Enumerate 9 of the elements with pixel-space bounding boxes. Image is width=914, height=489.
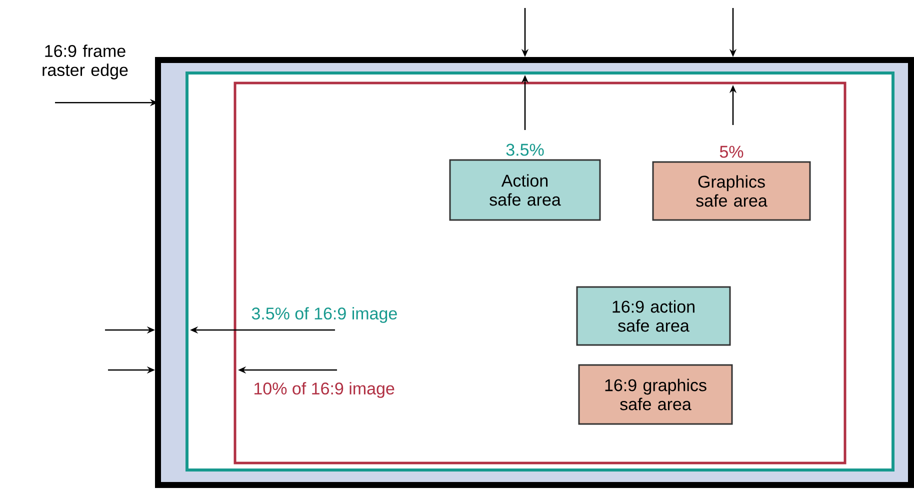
- area-box: 16:9 action safe area: [576, 286, 731, 346]
- dimension-label: 3.5% of 16:9 image: [252, 307, 397, 323]
- area-box: 16:9 graphics safe area: [578, 364, 733, 425]
- area-box: Graphics safe area: [652, 161, 811, 221]
- callout-text: 16:9 frame raster edge: [42, 44, 128, 80]
- dimension-label: 10% of 16:9 image: [254, 382, 394, 398]
- area-box: Action safe area: [449, 159, 601, 221]
- percent-label: 5%: [720, 146, 744, 158]
- percent-label: 3.5%: [506, 144, 544, 156]
